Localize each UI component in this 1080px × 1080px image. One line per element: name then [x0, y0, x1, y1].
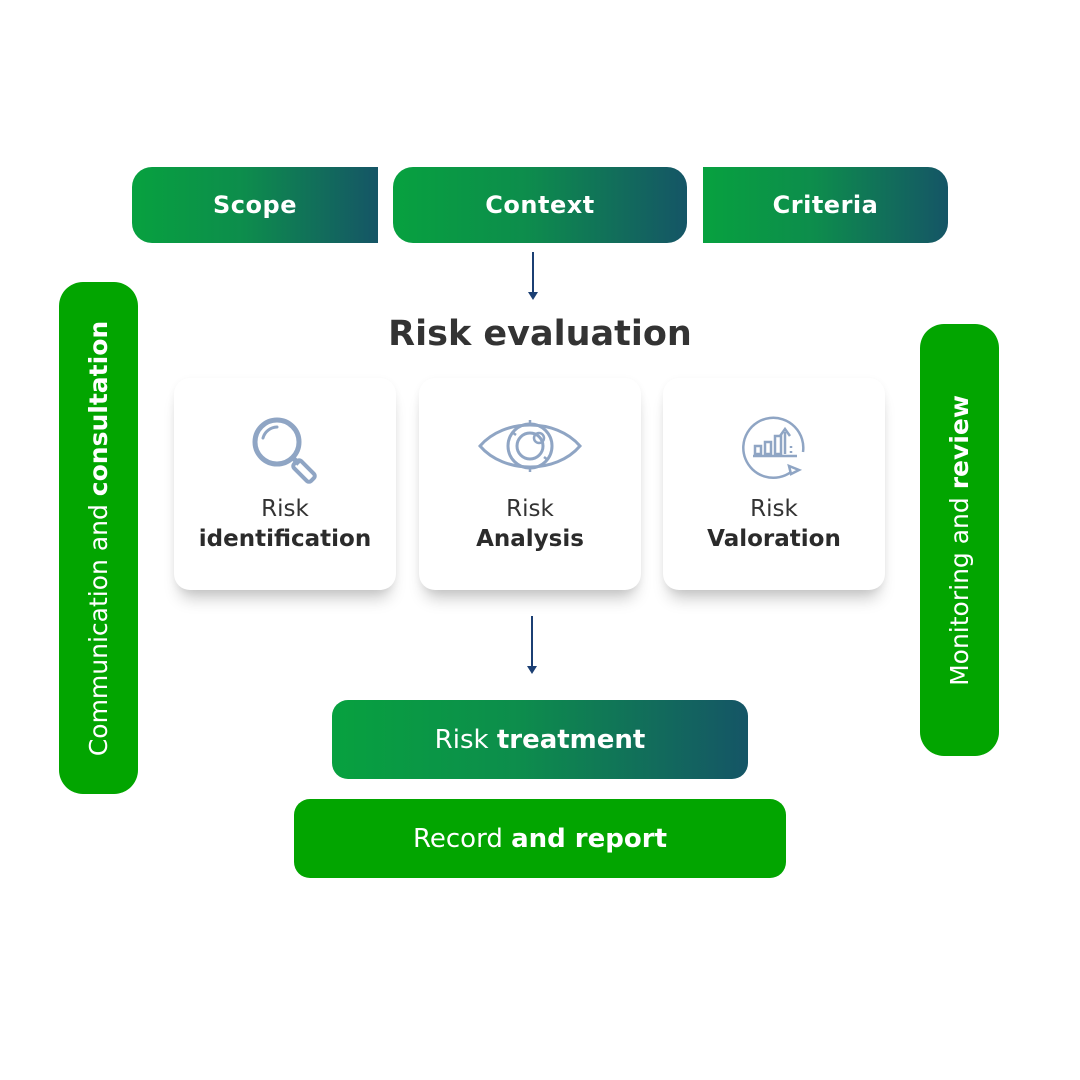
scope-label: Scope: [213, 191, 297, 219]
record-report-box: Record and report: [294, 799, 786, 878]
criteria-box: Criteria: [703, 167, 948, 243]
review-text: review: [945, 394, 975, 489]
card-risk-identification: Risk identification: [174, 378, 396, 590]
record-normal-text: Record: [412, 823, 512, 854]
monitoring-review-pill: Monitoring and review: [920, 324, 999, 756]
card-2-line1: Risk: [506, 496, 554, 522]
communication-consultation-pill: Communication and consultation: [59, 282, 138, 794]
chart-cycle-icon: [742, 416, 805, 480]
context-label: Context: [485, 191, 595, 219]
card-1-line1: Risk: [261, 496, 309, 522]
record-bold-text: and report: [511, 823, 667, 854]
monitoring-text: Monitoring and: [945, 488, 975, 686]
down-arrow-evaluation: [527, 616, 537, 674]
risk-treatment-box: Risk treatment: [332, 700, 748, 779]
criteria-label: Criteria: [772, 191, 879, 219]
risk-evaluation-title: Risk evaluation: [388, 314, 692, 354]
risk-treatment-label: Risk treatment: [435, 725, 646, 755]
record-report-label: Record and report: [413, 824, 667, 854]
treatment-bold-text: treatment: [496, 724, 646, 755]
eye-icon: [478, 420, 582, 472]
treatment-normal-text: Risk: [434, 724, 497, 755]
card-risk-analysis: Risk Analysis: [419, 378, 641, 590]
magnifier-icon: [252, 417, 317, 484]
context-box: Context: [393, 167, 687, 243]
communication-consultation-label: Communication and consultation: [84, 320, 113, 755]
down-arrow-context: [528, 252, 538, 300]
card-1-line2: identification: [198, 526, 372, 552]
card-3-line1: Risk: [750, 496, 798, 522]
card-risk-valoration: Risk Valoration: [663, 378, 885, 590]
communication-text: Communication and: [84, 495, 113, 756]
scope-box: Scope: [132, 167, 378, 243]
monitoring-review-label: Monitoring and review: [945, 395, 974, 686]
card-2-line2: Analysis: [476, 526, 584, 552]
card-3-line2: Valoration: [707, 526, 841, 552]
